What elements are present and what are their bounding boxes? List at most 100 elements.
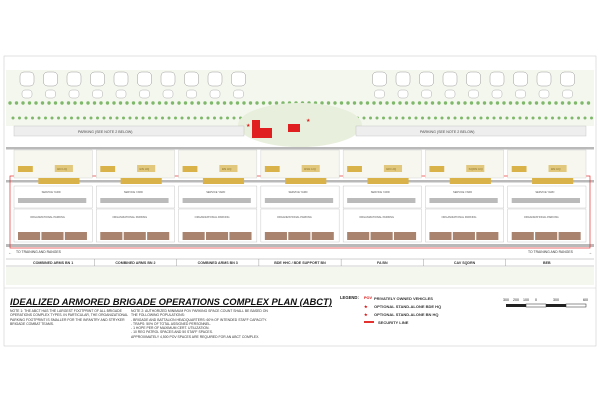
main-road-north (6, 147, 594, 150)
tree (447, 116, 450, 120)
storage-building (394, 232, 417, 240)
storage-building (41, 232, 64, 240)
tree (109, 116, 112, 120)
org-parking-label: ORGANIZATIONAL PARKING (30, 215, 65, 219)
tree (209, 101, 214, 105)
service-yard-label: SERVICE YARD (453, 190, 472, 194)
tree (24, 116, 28, 120)
maintenance-building (100, 198, 169, 203)
company-ops-building (347, 166, 362, 172)
tree (255, 101, 259, 105)
tree (326, 101, 331, 105)
tree (11, 116, 15, 120)
page-title: IDEALIZED ARMORED BRIGADE OPERATIONS COM… (10, 296, 332, 307)
pov-parking-pod (538, 89, 550, 99)
security-line-swatch (364, 321, 374, 323)
tree (401, 116, 405, 120)
pov-parking-pod (395, 71, 411, 87)
tree (385, 101, 389, 105)
service-yard-label: SERVICE YARD (42, 190, 61, 194)
org-parking-label: ORGANIZATIONAL PARKING (442, 215, 477, 219)
parking-band-right (355, 125, 587, 137)
company-ops-building (429, 166, 445, 172)
tree (57, 116, 60, 120)
parking-label-left: PARKING (SEE NOTE 2 BELOW) (78, 130, 132, 134)
hq-building (383, 165, 403, 172)
pov-parking-pod (536, 71, 552, 87)
lower-grass-band (6, 267, 594, 285)
pov-parking-pod (45, 89, 56, 99)
tree (408, 116, 411, 120)
maintenance-building (264, 198, 334, 203)
legend-label: OPTIONAL STAND-ALONE BDE HQ (374, 303, 442, 309)
tree (398, 101, 402, 105)
tree (456, 101, 461, 105)
storage-building (370, 232, 393, 240)
tree (557, 116, 561, 120)
tree (66, 101, 71, 105)
storage-building (311, 232, 334, 240)
pov-parking-pod (43, 71, 58, 87)
scale-bar: 3002001000300600 (503, 298, 588, 308)
company-ops-building (449, 178, 491, 184)
tree (369, 116, 372, 120)
tree (427, 116, 431, 120)
tree (437, 101, 441, 105)
company-ops-building (511, 166, 527, 172)
tree (466, 116, 470, 120)
pov-parking-pod (374, 89, 385, 99)
org-parking-label: ORGANIZATIONAL PARKING (524, 215, 559, 219)
tree (128, 116, 132, 120)
maintenance-building (429, 198, 498, 203)
tree (170, 101, 175, 105)
tree (161, 116, 164, 120)
tree (414, 116, 418, 120)
tree (232, 116, 236, 120)
tree (268, 101, 272, 105)
pov-parking-pod (372, 71, 387, 87)
storage-building (18, 232, 41, 240)
tree (86, 101, 90, 105)
tree (473, 116, 476, 120)
company-ops-building (367, 178, 409, 184)
pov-parking-pod (444, 89, 456, 99)
service-yard (342, 185, 422, 209)
tree (382, 116, 385, 120)
tree (131, 101, 136, 105)
storage-building (558, 232, 581, 240)
maintenance-building (18, 198, 87, 203)
service-yard (260, 185, 340, 209)
tree (222, 101, 227, 105)
tree (489, 101, 493, 105)
storage-building (535, 232, 558, 240)
tree (196, 101, 201, 105)
storage-building (288, 232, 311, 240)
pov-parking-pod (513, 71, 528, 87)
tree (359, 101, 363, 105)
tree (180, 116, 184, 120)
main-road-south (6, 244, 594, 247)
tree (219, 116, 223, 120)
tree (53, 101, 58, 105)
tree (274, 101, 279, 105)
tree (518, 116, 522, 120)
tree (417, 101, 422, 105)
pov-parking-pod (515, 89, 526, 99)
tree (183, 101, 188, 105)
legend-title: LEGEND: (340, 295, 359, 300)
pov-parking-pod (468, 89, 479, 99)
scale-tick-label: 200 (513, 298, 519, 302)
pov-parking-pod (397, 89, 409, 99)
tree (73, 101, 77, 105)
storage-building (147, 232, 170, 240)
pov-parking-pod (186, 89, 197, 99)
storage-building (476, 232, 499, 240)
pov-parking-pod (90, 71, 105, 87)
tree (378, 101, 383, 105)
legend-item-bde-hq: ★ OPTIONAL STAND-ALONE BDE HQ (364, 302, 504, 310)
tree (135, 116, 138, 120)
